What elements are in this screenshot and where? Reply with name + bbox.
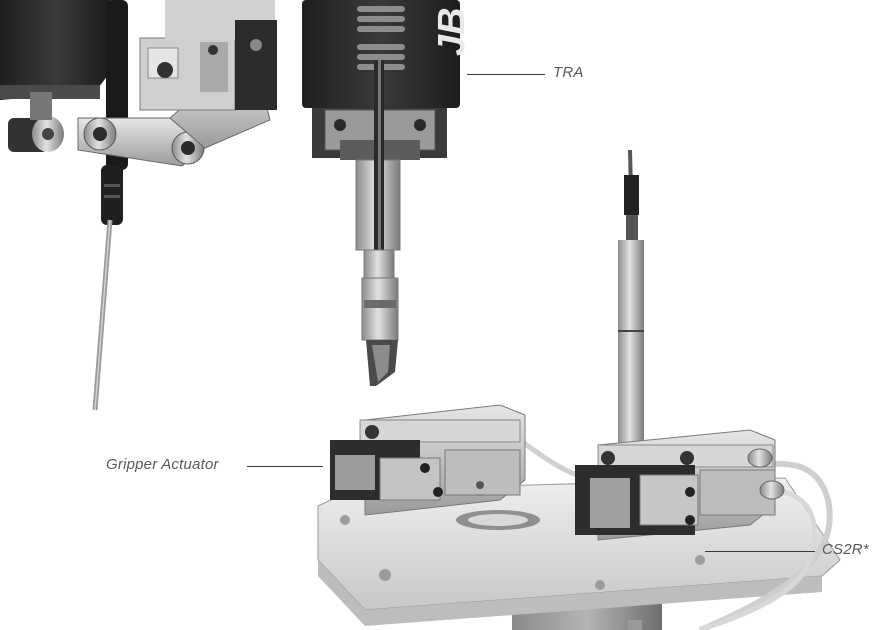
left-arm-assembly: [0, 0, 277, 411]
gripper-actuator-leader-line: [247, 466, 323, 467]
tra-leader-line: [467, 74, 545, 75]
cs2r-leader-line: [705, 551, 815, 552]
cs2r-label: CS2R*: [822, 541, 869, 558]
tra-soldering-head: JB: [302, 0, 473, 386]
gripper-actuator-label: Gripper Actuator: [106, 456, 219, 473]
gripper-actuator-left: [330, 404, 526, 516]
cs2r-gripper-right: [575, 429, 785, 630]
jbc-logo: JB: [431, 7, 473, 56]
tra-label: TRA: [553, 64, 584, 81]
standing-soldering-tip: [613, 149, 649, 479]
